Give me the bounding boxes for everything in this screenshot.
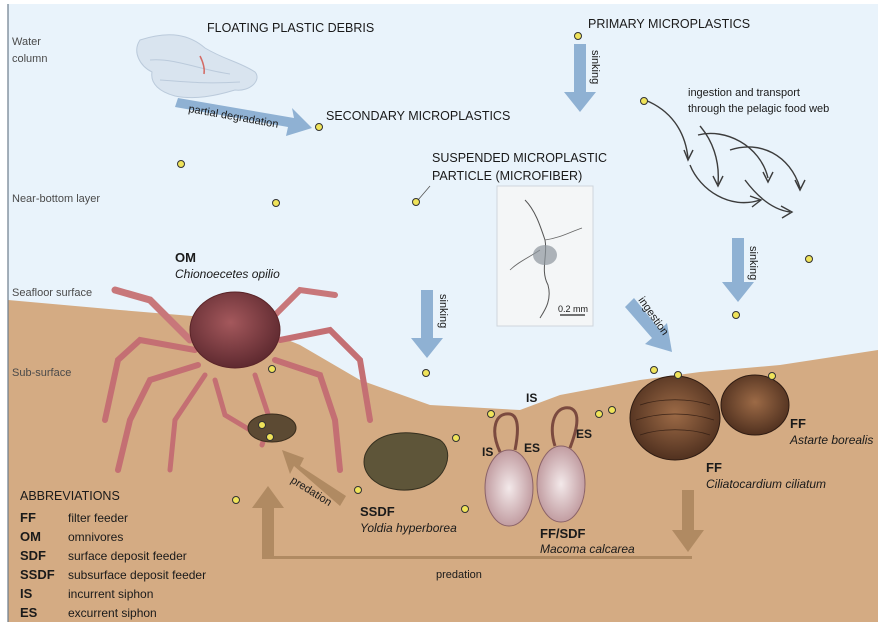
sinking-label-right: sinking (747, 246, 759, 280)
astarte-illustration (721, 375, 789, 435)
floating-debris-label: FLOATING PLASTIC DEBRIS (207, 21, 374, 35)
secondary-microplastics-label: SECONDARY MICROPLASTICS (326, 109, 510, 123)
ciliatocardium-species: Ciliatocardium ciliatum (706, 477, 826, 491)
microplastic-particle (651, 367, 658, 374)
microplastic-particle (423, 370, 430, 377)
ingestion-transport-line2: through the pelagic food web (688, 103, 829, 115)
macoma-species: Macoma calcarea (540, 542, 635, 556)
predation-label-bottom: predation (436, 569, 482, 581)
sinking-label-middle: sinking (437, 294, 449, 328)
microplastic-particle (178, 161, 185, 168)
abbr-value: filter feeder (68, 511, 128, 525)
zone-seafloor-surface: Seafloor surface (12, 287, 92, 299)
crab-species: Chionoecetes opilio (175, 267, 280, 281)
suspended-particle-line2: PARTICLE (MICROFIBER) (432, 169, 582, 183)
microplastic-particle (259, 422, 266, 429)
zone-water-column-line1: Water (12, 36, 41, 48)
microplastic-particle (269, 366, 276, 373)
microplastic-particle (453, 435, 460, 442)
microplastic-particle (769, 373, 776, 380)
abbr-key: SDF (20, 548, 46, 563)
abbr-key: IS (20, 586, 33, 601)
microplastic-particle (733, 312, 740, 319)
abbr-key: FF (20, 510, 36, 525)
siphon-es-left: ES (524, 441, 540, 455)
microplastic-particle (488, 411, 495, 418)
sinking-label-top: sinking (589, 50, 601, 84)
ingestion-transport-line1: ingestion and transport (688, 87, 800, 99)
zone-near-bottom: Near-bottom layer (12, 193, 100, 205)
scale-bar-label: 0.2 mm (558, 304, 588, 314)
microplastic-particle (806, 256, 813, 263)
microplastic-particle (316, 124, 323, 131)
ciliatocardium-illustration (630, 376, 720, 460)
microplastic-particle (596, 411, 603, 418)
microplastic-particle (675, 372, 682, 379)
abbr-value: subsurface deposit feeder (68, 568, 206, 582)
zone-water-column-line2: column (12, 53, 47, 65)
abbr-key: SSDF (20, 567, 55, 582)
siphon-is-top: IS (526, 391, 537, 405)
abbr-value: incurrent siphon (68, 587, 153, 601)
primary-microplastics-label: PRIMARY MICROPLASTICS (588, 17, 750, 31)
microplastic-particle (355, 487, 362, 494)
microplastic-particle (233, 497, 240, 504)
abbreviations-title: ABBREVIATIONS (20, 489, 120, 503)
yoldia-species: Yoldia hyperborea (360, 521, 457, 535)
macoma-code: FF/SDF (540, 526, 586, 541)
ciliatocardium-code: FF (706, 460, 722, 475)
astarte-species: Astarte borealis (789, 433, 873, 447)
crab-code: OM (175, 250, 196, 265)
siphon-es-right: ES (576, 427, 592, 441)
microplastic-particle (462, 506, 469, 513)
suspended-particle-line1: SUSPENDED MICROPLASTIC (432, 151, 607, 165)
abbr-key: ES (20, 605, 38, 620)
microplastic-particle (641, 98, 648, 105)
microplastic-particle (413, 199, 420, 206)
microplastic-particle (273, 200, 280, 207)
abbr-key: OM (20, 529, 41, 544)
abbr-value: surface deposit feeder (68, 549, 187, 563)
yoldia-code: SSDF (360, 504, 395, 519)
microplastic-particle (267, 434, 274, 441)
zone-sub-surface: Sub-surface (12, 367, 71, 379)
abbr-value: excurrent siphon (68, 606, 157, 620)
abbr-value: omnivores (68, 530, 123, 544)
astarte-code: FF (790, 416, 806, 431)
siphon-is-left: IS (482, 445, 493, 459)
microplastic-particle (609, 407, 616, 414)
microplastic-particle (575, 33, 582, 40)
